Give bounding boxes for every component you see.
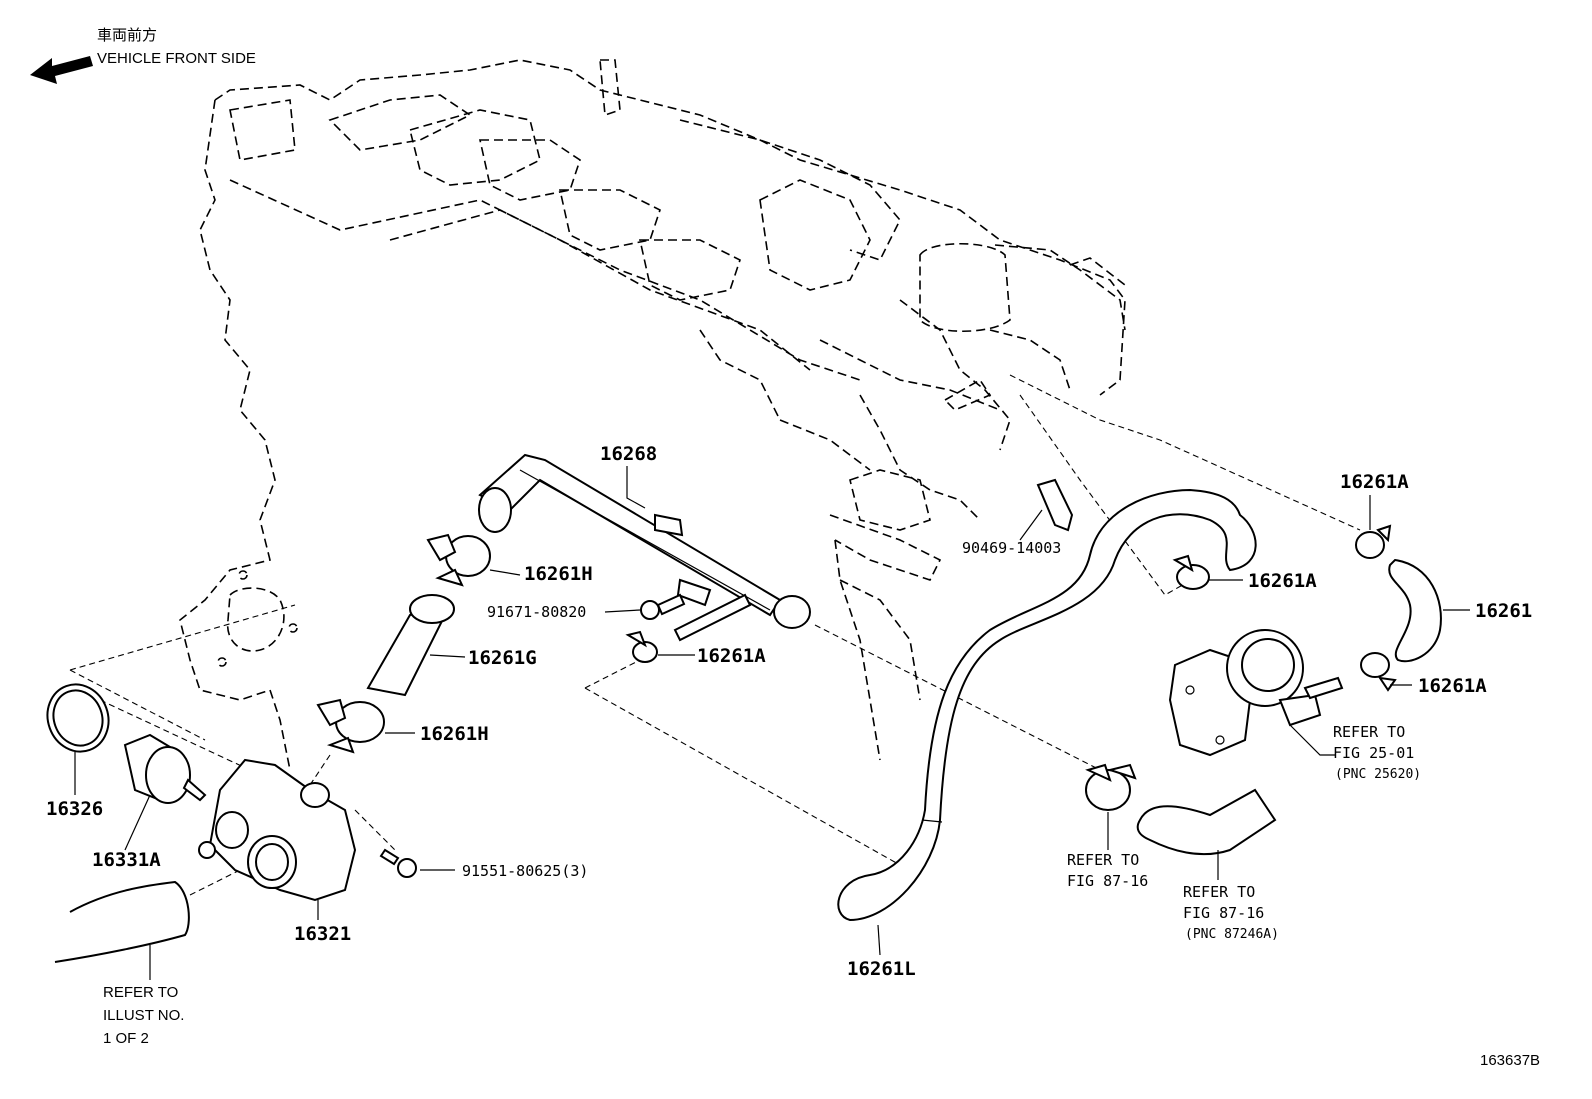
svg-text:REFER TO: REFER TO [1183, 883, 1255, 901]
svg-text:FIG 87-16: FIG 87-16 [1183, 904, 1264, 922]
ref-fig-87-16-b[interactable]: REFER TO FIG 87-16 (PNC 87246A) [1183, 883, 1279, 942]
label-16261A-right[interactable]: 16261A [1418, 675, 1487, 697]
part-91551-80625-bolt[interactable] [379, 848, 417, 878]
part-16331A-thermostat[interactable] [123, 733, 207, 804]
label-16261A-top-right[interactable]: 16261A [1340, 471, 1409, 493]
label-91551-80625[interactable]: 91551-80625(3) [462, 862, 588, 880]
label-16331A[interactable]: 16331A [92, 849, 161, 871]
label-16326[interactable]: 16326 [46, 798, 103, 820]
svg-text:REFER TO: REFER TO [1067, 851, 1139, 869]
ref-fig-25-01[interactable]: REFER TO FIG 25-01 (PNC 25620) [1333, 723, 1421, 782]
part-16321-water-inlet[interactable] [198, 758, 357, 902]
part-16261-hose[interactable] [1388, 558, 1442, 663]
throttle-body-assembly [1168, 629, 1344, 757]
svg-text:REFER TO: REFER TO [1333, 723, 1405, 741]
part-16261H-bottom-clamp[interactable] [316, 698, 385, 754]
part-16261A-top-right-clamp[interactable] [1355, 524, 1392, 559]
label-16261A-mid[interactable]: 16261A [697, 645, 766, 667]
svg-text:ILLUST NO.: ILLUST NO. [103, 1007, 184, 1024]
label-90469-14003[interactable]: 90469-14003 [962, 539, 1061, 557]
part-91671-80820-bolt[interactable] [640, 593, 752, 642]
vehicle-front-indicator: 車両前方 VEHICLE FRONT SIDE [30, 27, 256, 84]
part-16261A-mid-clamp[interactable] [625, 630, 658, 663]
label-16321[interactable]: 16321 [294, 923, 351, 945]
label-16261A-upper[interactable]: 16261A [1248, 570, 1317, 592]
leader-lines [74, 466, 1470, 980]
header-direction: VEHICLE FRONT SIDE [97, 50, 256, 67]
label-16261L[interactable]: 16261L [847, 958, 916, 980]
heater-hose [1136, 788, 1277, 856]
engine-block-outline [179, 59, 1126, 771]
label-91671-80820[interactable]: 91671-80820 [487, 603, 586, 621]
part-16261L-hose[interactable] [837, 488, 1257, 922]
part-16261A-upper-clamp[interactable] [1172, 554, 1210, 590]
svg-text:FIG 87-16: FIG 87-16 [1067, 872, 1148, 890]
part-16326-gasket[interactable] [38, 676, 118, 760]
header-japanese: 車両前方 [97, 27, 157, 44]
part-16261H-top-clamp[interactable] [426, 533, 491, 587]
front-arrow-icon [30, 56, 93, 84]
part-labels: 16268 16261H 16261G 16261H 91671-80820 1… [46, 443, 1532, 980]
svg-text:FIG 25-01: FIG 25-01 [1333, 744, 1414, 762]
part-16261A-right-clamp[interactable] [1360, 652, 1397, 692]
ref-fig-87-16-a[interactable]: REFER TO FIG 87-16 [1067, 851, 1148, 890]
figure-id: 163637B [1480, 1052, 1540, 1069]
heater-hose-clamp [1085, 763, 1137, 811]
ref-illust-no[interactable]: REFER TO ILLUST NO. 1 OF 2 [103, 984, 184, 1047]
part-90469-14003-clip[interactable] [1036, 478, 1074, 532]
part-16261G-hose[interactable] [366, 594, 455, 697]
label-16261G[interactable]: 16261G [468, 647, 537, 669]
svg-text:REFER TO: REFER TO [103, 984, 178, 1001]
radiator-hose [54, 880, 190, 963]
part-16268-bypass-pipe[interactable] [478, 453, 811, 629]
label-16261[interactable]: 16261 [1475, 600, 1532, 622]
reference-notes: REFER TO ILLUST NO. 1 OF 2 REFER TO FIG … [103, 723, 1421, 1047]
svg-text:(PNC 87246A): (PNC 87246A) [1185, 927, 1279, 942]
label-16261H-top[interactable]: 16261H [524, 563, 593, 585]
svg-text:1 OF 2: 1 OF 2 [103, 1030, 149, 1047]
label-16261H-bottom[interactable]: 16261H [420, 723, 489, 745]
svg-text:(PNC 25620): (PNC 25620) [1335, 767, 1421, 782]
label-16268[interactable]: 16268 [600, 443, 657, 465]
